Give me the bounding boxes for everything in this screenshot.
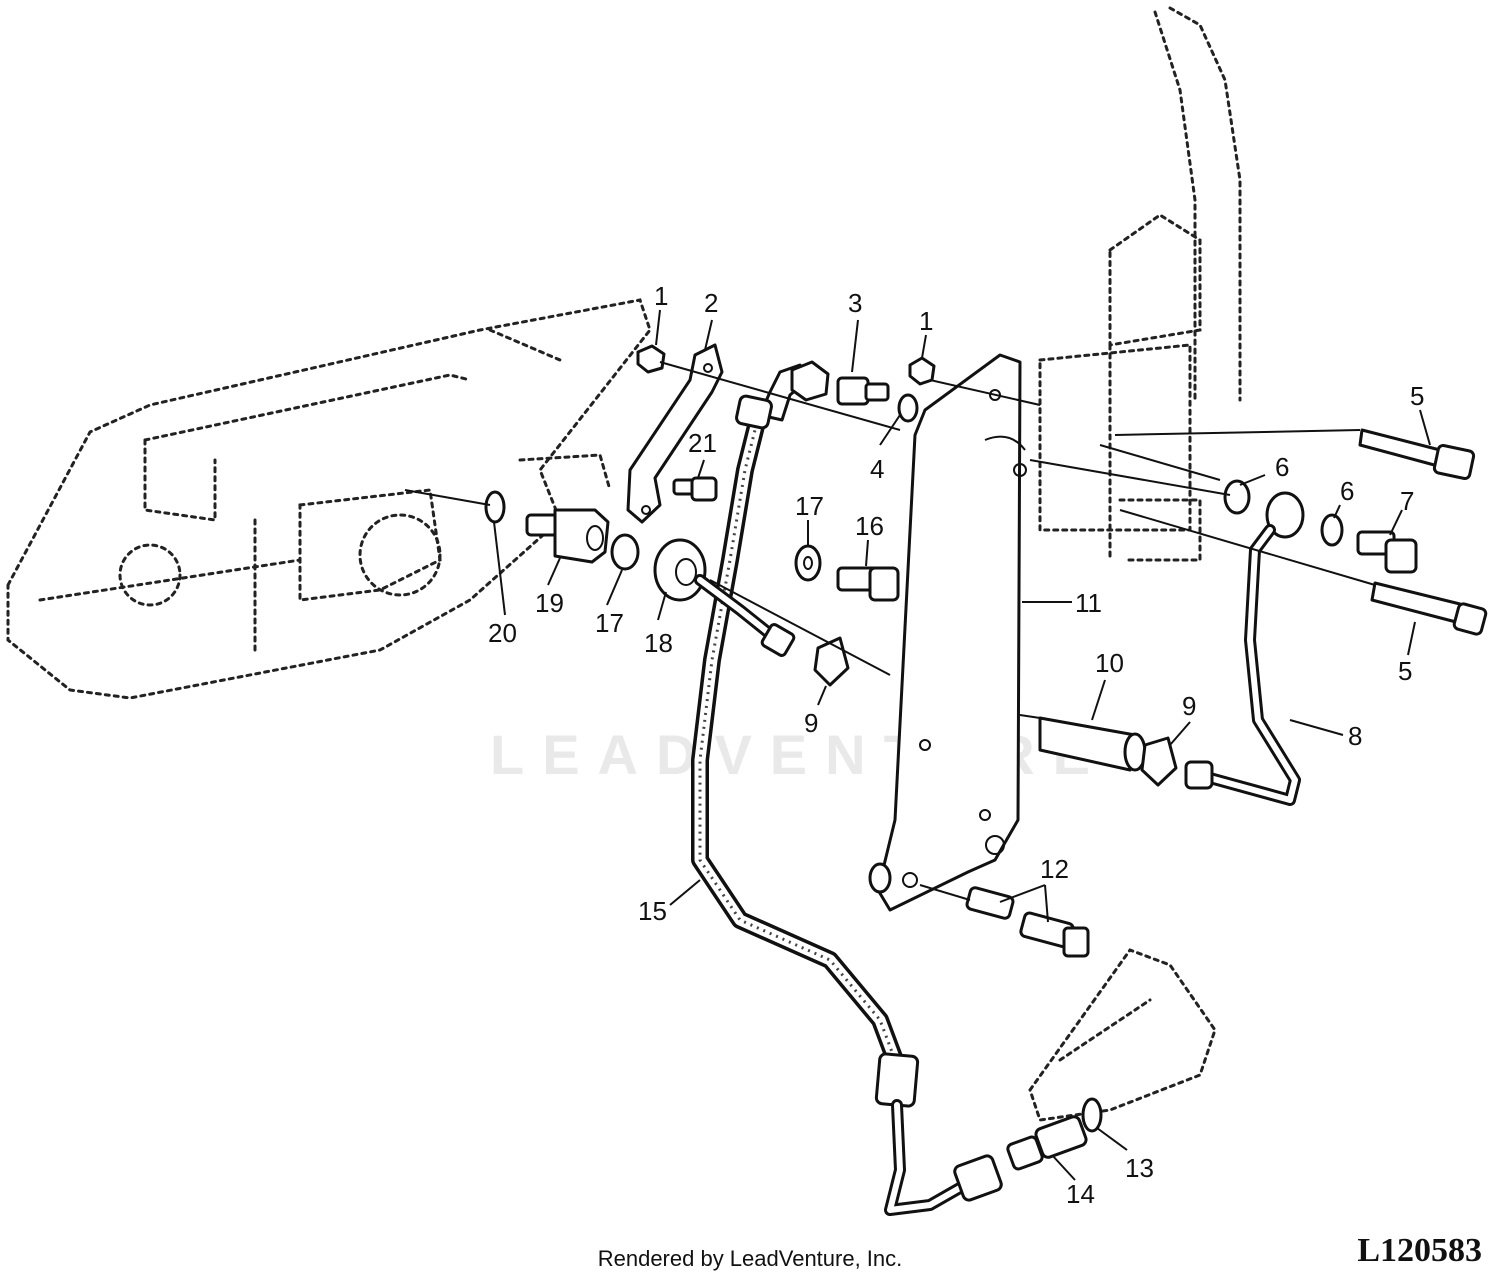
callout-18: 18 xyxy=(644,628,673,658)
hardware xyxy=(484,344,1488,1202)
callout-17: 17 xyxy=(795,491,824,521)
callout-3: 3 xyxy=(848,288,862,318)
callout-16: 16 xyxy=(855,511,884,541)
lower-casting-outline xyxy=(1028,948,1217,1122)
callout-5: 5 xyxy=(1410,381,1424,411)
callout-7: 7 xyxy=(1400,486,1414,516)
callout-14: 14 xyxy=(1066,1179,1095,1209)
callout-9: 9 xyxy=(804,708,818,738)
callout-9: 9 xyxy=(1182,691,1196,721)
rendered-by-credit: Rendered by LeadVenture, Inc. xyxy=(597,1246,903,1271)
callout-2: 2 xyxy=(704,288,718,318)
hose xyxy=(691,363,971,1216)
callout-17: 17 xyxy=(595,608,624,638)
callout-12: 12 xyxy=(1040,854,1069,884)
tube-right xyxy=(1184,491,1305,806)
callout-11: 11 xyxy=(1075,588,1102,618)
callout-20: 20 xyxy=(488,618,517,648)
callout-5: 5 xyxy=(1398,656,1412,686)
callout-19: 19 xyxy=(535,588,564,618)
bracket-clip xyxy=(626,343,724,524)
callout-1: 1 xyxy=(654,281,668,311)
tube-upper xyxy=(653,538,796,657)
callout-labels: 1 2 3 1 5 21 4 6 6 7 17 16 11 19 17 20 1… xyxy=(488,281,1424,1209)
callout-13: 13 xyxy=(1125,1153,1154,1183)
callout-6: 6 xyxy=(1340,476,1354,506)
callout-4: 4 xyxy=(870,454,884,484)
callout-6: 6 xyxy=(1275,452,1289,482)
callout-10: 10 xyxy=(1095,648,1124,678)
callout-8: 8 xyxy=(1348,721,1362,751)
housing-outline xyxy=(6,298,652,700)
callout-21: 21 xyxy=(688,428,717,458)
alignment-lines xyxy=(404,361,1376,901)
leader-lines xyxy=(493,309,1431,1181)
mounting-plate xyxy=(876,353,1027,912)
callout-1: 1 xyxy=(919,306,933,336)
drawing-reference-number: L120583 xyxy=(1357,1232,1482,1269)
callout-15: 15 xyxy=(638,896,667,926)
